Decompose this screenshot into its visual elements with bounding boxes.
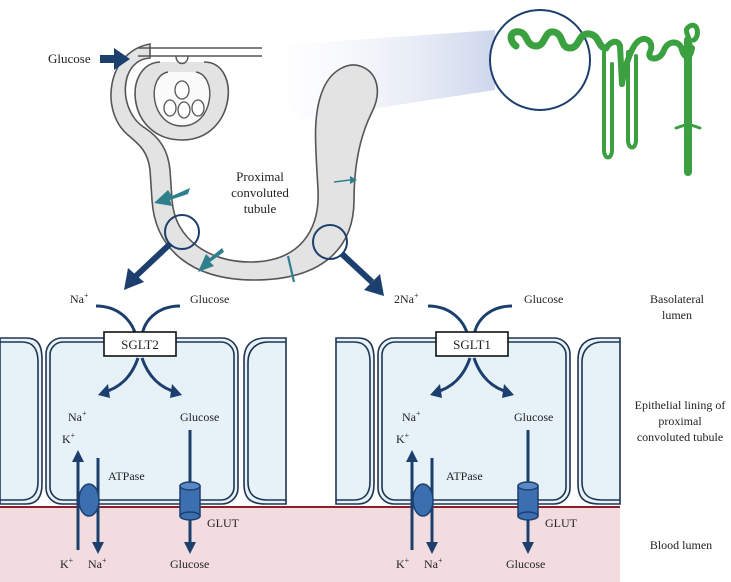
glucose-entry-arrow [100, 48, 130, 70]
sglt1-label: SGLT1 [453, 337, 491, 352]
right-atpase-pump [412, 483, 434, 517]
tubule-label-line2: convoluted [231, 185, 289, 200]
epithelial-label-line1: Epithelial lining of [635, 398, 726, 412]
blood-lumen-label: Blood lumen [650, 538, 712, 552]
right-atpase-label: ATPase [446, 469, 483, 483]
left-k-bottom-label: K+ [60, 556, 74, 571]
left-na-label: Na+ [70, 291, 89, 306]
nephron-illustration [507, 22, 702, 176]
blood-band [0, 507, 620, 582]
zoom-inset-circle [489, 9, 591, 111]
left-panel: Na+ Glucose SGLT2 Na+ Glucose K+ ATPase … [60, 291, 240, 571]
teal-arrow-3 [286, 255, 296, 283]
magnifier-circle-right [312, 224, 348, 260]
sglt2-label: SGLT2 [121, 337, 159, 352]
teal-arrow-2 [198, 248, 224, 272]
right-na-label: 2Na+ [394, 291, 419, 306]
epithelial-label-line3: convoluted tubule [637, 430, 723, 444]
left-atpase-label: ATPase [108, 469, 145, 483]
right-glucose-inner-label: Glucose [514, 410, 553, 424]
left-na-inner-label: Na+ [68, 409, 87, 424]
right-panel: 2Na+ Glucose SGLT1 Na+ Glucose K+ ATPase… [394, 291, 578, 571]
right-k-bottom-label: K+ [396, 556, 410, 571]
teal-arrow-1 [154, 188, 190, 206]
right-glut-transporter [517, 481, 539, 521]
sglt2-transporter [103, 331, 177, 357]
right-na-inner-label: Na+ [402, 409, 421, 424]
right-na-bottom-label: Na+ [424, 556, 443, 571]
basolateral-label-line2: lumen [662, 308, 692, 322]
left-k-label: K+ [62, 431, 76, 446]
left-glut-transporter [179, 481, 201, 521]
teal-arrow-4 [333, 179, 351, 183]
pointer-arrow-right [339, 251, 384, 296]
left-glut-label: GLUT [207, 516, 240, 530]
glucose-entry-label: Glucose [48, 51, 91, 66]
basolateral-label-line1: Basolateral [650, 292, 705, 306]
right-glucose-top-label: Glucose [524, 292, 563, 306]
right-glut-label: GLUT [545, 516, 578, 530]
tubule-label-line3: tubule [244, 201, 277, 216]
tubule-label-line1: Proximal [236, 169, 284, 184]
magnifier-circle-left [164, 214, 200, 250]
left-atpase-pump [78, 483, 100, 517]
left-glucose-top-label: Glucose [190, 292, 229, 306]
proximal-tubule [110, 43, 379, 281]
left-glucose-inner-label: Glucose [180, 410, 219, 424]
epithelial-label-line2: proximal [658, 414, 702, 428]
right-glucose-bottom-label: Glucose [506, 557, 545, 571]
pointer-arrow-left [124, 241, 173, 290]
left-na-bottom-label: Na+ [88, 556, 107, 571]
left-glucose-bottom-label: Glucose [170, 557, 209, 571]
right-k-label: K+ [396, 431, 410, 446]
sglt1-transporter [435, 331, 509, 357]
